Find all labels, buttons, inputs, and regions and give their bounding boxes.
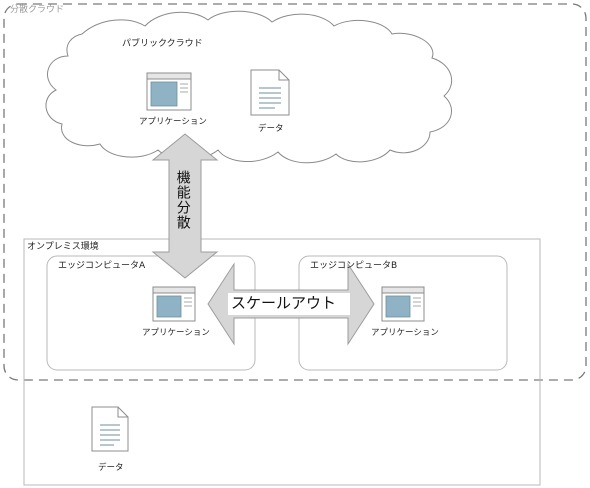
public-cloud-label: パブリッククラウド	[122, 39, 203, 49]
function-split-label: 機能分散	[174, 170, 191, 230]
on-premise-data-label: データ	[98, 463, 124, 473]
cloud-data-label: データ	[258, 124, 284, 134]
on-premise-data-document-icon	[91, 406, 129, 452]
edge-b-app-window-icon	[381, 286, 425, 322]
public-cloud-shape	[45, 10, 453, 164]
distributed-cloud-boundary	[3, 3, 587, 381]
cloud-data-document-icon	[250, 69, 290, 116]
scale-out-label: スケールアウト	[231, 294, 337, 312]
edge-b-app-label: アプリケーション	[371, 328, 439, 338]
distributed-cloud-label: 分散クラウド	[10, 5, 65, 15]
function-split-arrow	[151, 133, 219, 279]
edge-a-label: エッジコンピュータA	[58, 261, 146, 271]
on-premise-label: オンプレミス環境	[27, 242, 99, 252]
edge-b-label: エッジコンピュータB	[310, 261, 398, 271]
on-premise-boundary	[23, 238, 541, 486]
scale-out-label-bg	[228, 293, 350, 315]
edge-a-app-window-icon	[152, 286, 196, 322]
edge-a-app-label: アプリケーション	[142, 328, 210, 338]
cloud-app-label: アプリケーション	[139, 117, 207, 127]
cloud-app-window-icon	[146, 72, 192, 111]
